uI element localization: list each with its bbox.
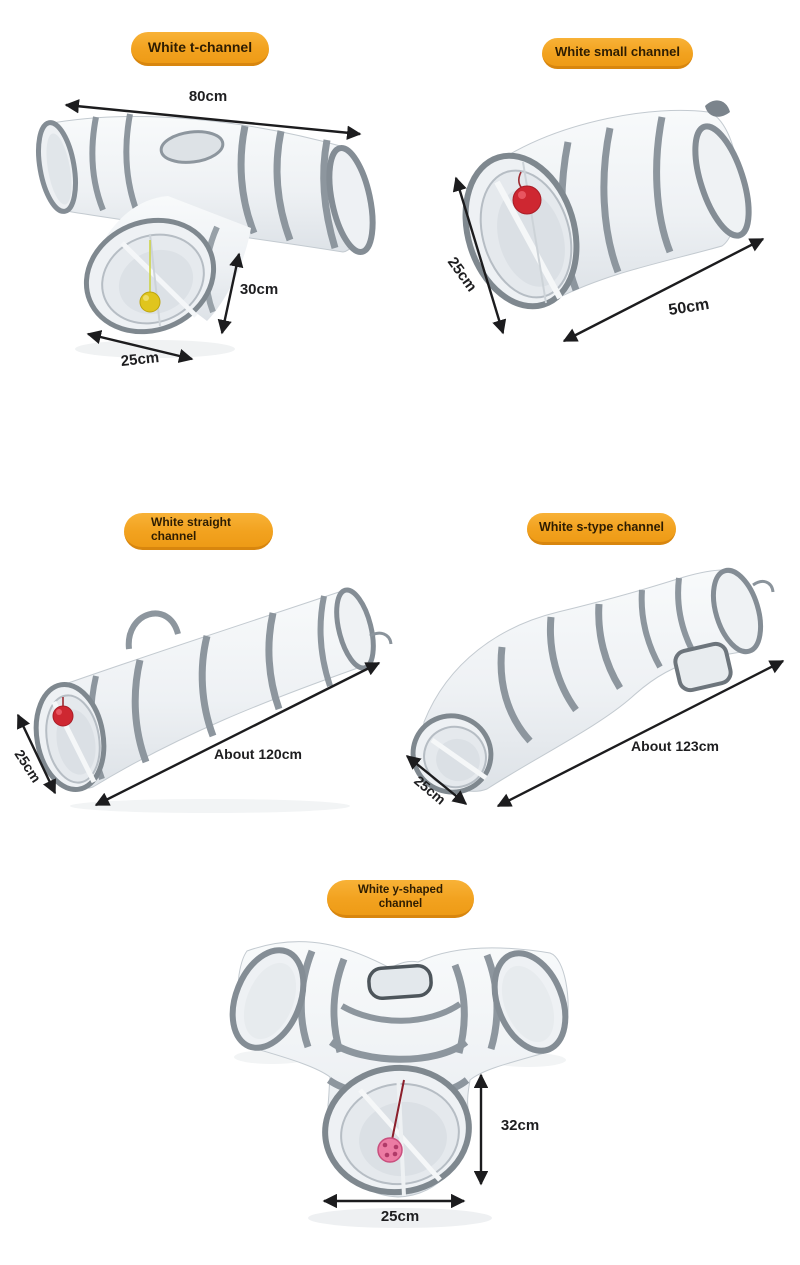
straight-channel-badge: White straight channel [124, 513, 273, 550]
y-shaped-channel-badge: White y-shaped channel [327, 880, 474, 918]
s-type-channel-length-arrow [496, 659, 785, 808]
s-type-channel-length-label: About 123cm [631, 738, 719, 754]
s-type-channel-dimension-arrows [405, 659, 785, 808]
s-type-channel-tunnel-illustration [405, 567, 785, 808]
t-channel-width-arrow [86, 330, 194, 363]
y-channel-height-label: 32cm [500, 1117, 540, 1134]
small-channel-dimension-arrows [452, 176, 765, 343]
y-channel-shadow [308, 1208, 492, 1228]
straight-channel-tie [369, 631, 393, 645]
y-channel-toy-string [391, 1079, 405, 1141]
t-channel-length-label: 80cm [188, 88, 228, 105]
straight-channel-dimension-arrows [16, 661, 381, 807]
t-channel-dimension-arrows [64, 99, 362, 363]
straight-channel-diameter-arrow [16, 713, 57, 795]
straight-channel-length-label: About 120cm [214, 746, 302, 762]
straight-channel-badge-label: White straight channel [151, 515, 231, 543]
t-channel-height-arrow [217, 252, 244, 335]
t-channel-length-arrow [64, 99, 362, 140]
small-channel-tunnel-illustration [452, 100, 765, 343]
y-shaped-channel-tunnel-illustration [229, 941, 569, 1228]
s-type-channel-diameter-arrow [405, 755, 468, 805]
small-channel-length-arrow [562, 237, 765, 343]
y-channel-pink-ball [377, 1137, 403, 1163]
small-channel-badge: White small channel [542, 38, 693, 69]
t-channel-badge-label: White t-channel [147, 39, 253, 56]
small-channel-tie [705, 100, 730, 117]
s-type-channel-badge: White s-type channel [527, 513, 676, 545]
straight-channel-shadow [70, 799, 350, 813]
y-channel-dimension-arrows [322, 1073, 489, 1209]
straight-channel-tunnel-illustration [16, 587, 393, 813]
straight-channel-length-arrow [94, 661, 381, 807]
straight-channel-handle [125, 610, 181, 650]
y-channel-width-label: 25cm [380, 1208, 420, 1225]
small-channel-badge-label: White small channel [555, 43, 680, 59]
t-channel-yellow-ball [139, 291, 161, 313]
y-shaped-channel-badge-label: White y-shaped channel [358, 884, 443, 910]
t-channel-height-label: 30cm [239, 281, 279, 298]
small-channel-red-ball [512, 185, 542, 215]
straight-channel-red-ball [52, 705, 74, 727]
s-type-channel-tie [752, 580, 775, 593]
s-type-channel-badge-label: White s-type channel [538, 520, 665, 535]
y-channel-mesh-hole [367, 963, 433, 1001]
t-channel-tunnel-illustration [36, 99, 376, 363]
small-channel-diameter-arrow [452, 176, 507, 335]
t-channel-badge: White t-channel [131, 32, 269, 66]
